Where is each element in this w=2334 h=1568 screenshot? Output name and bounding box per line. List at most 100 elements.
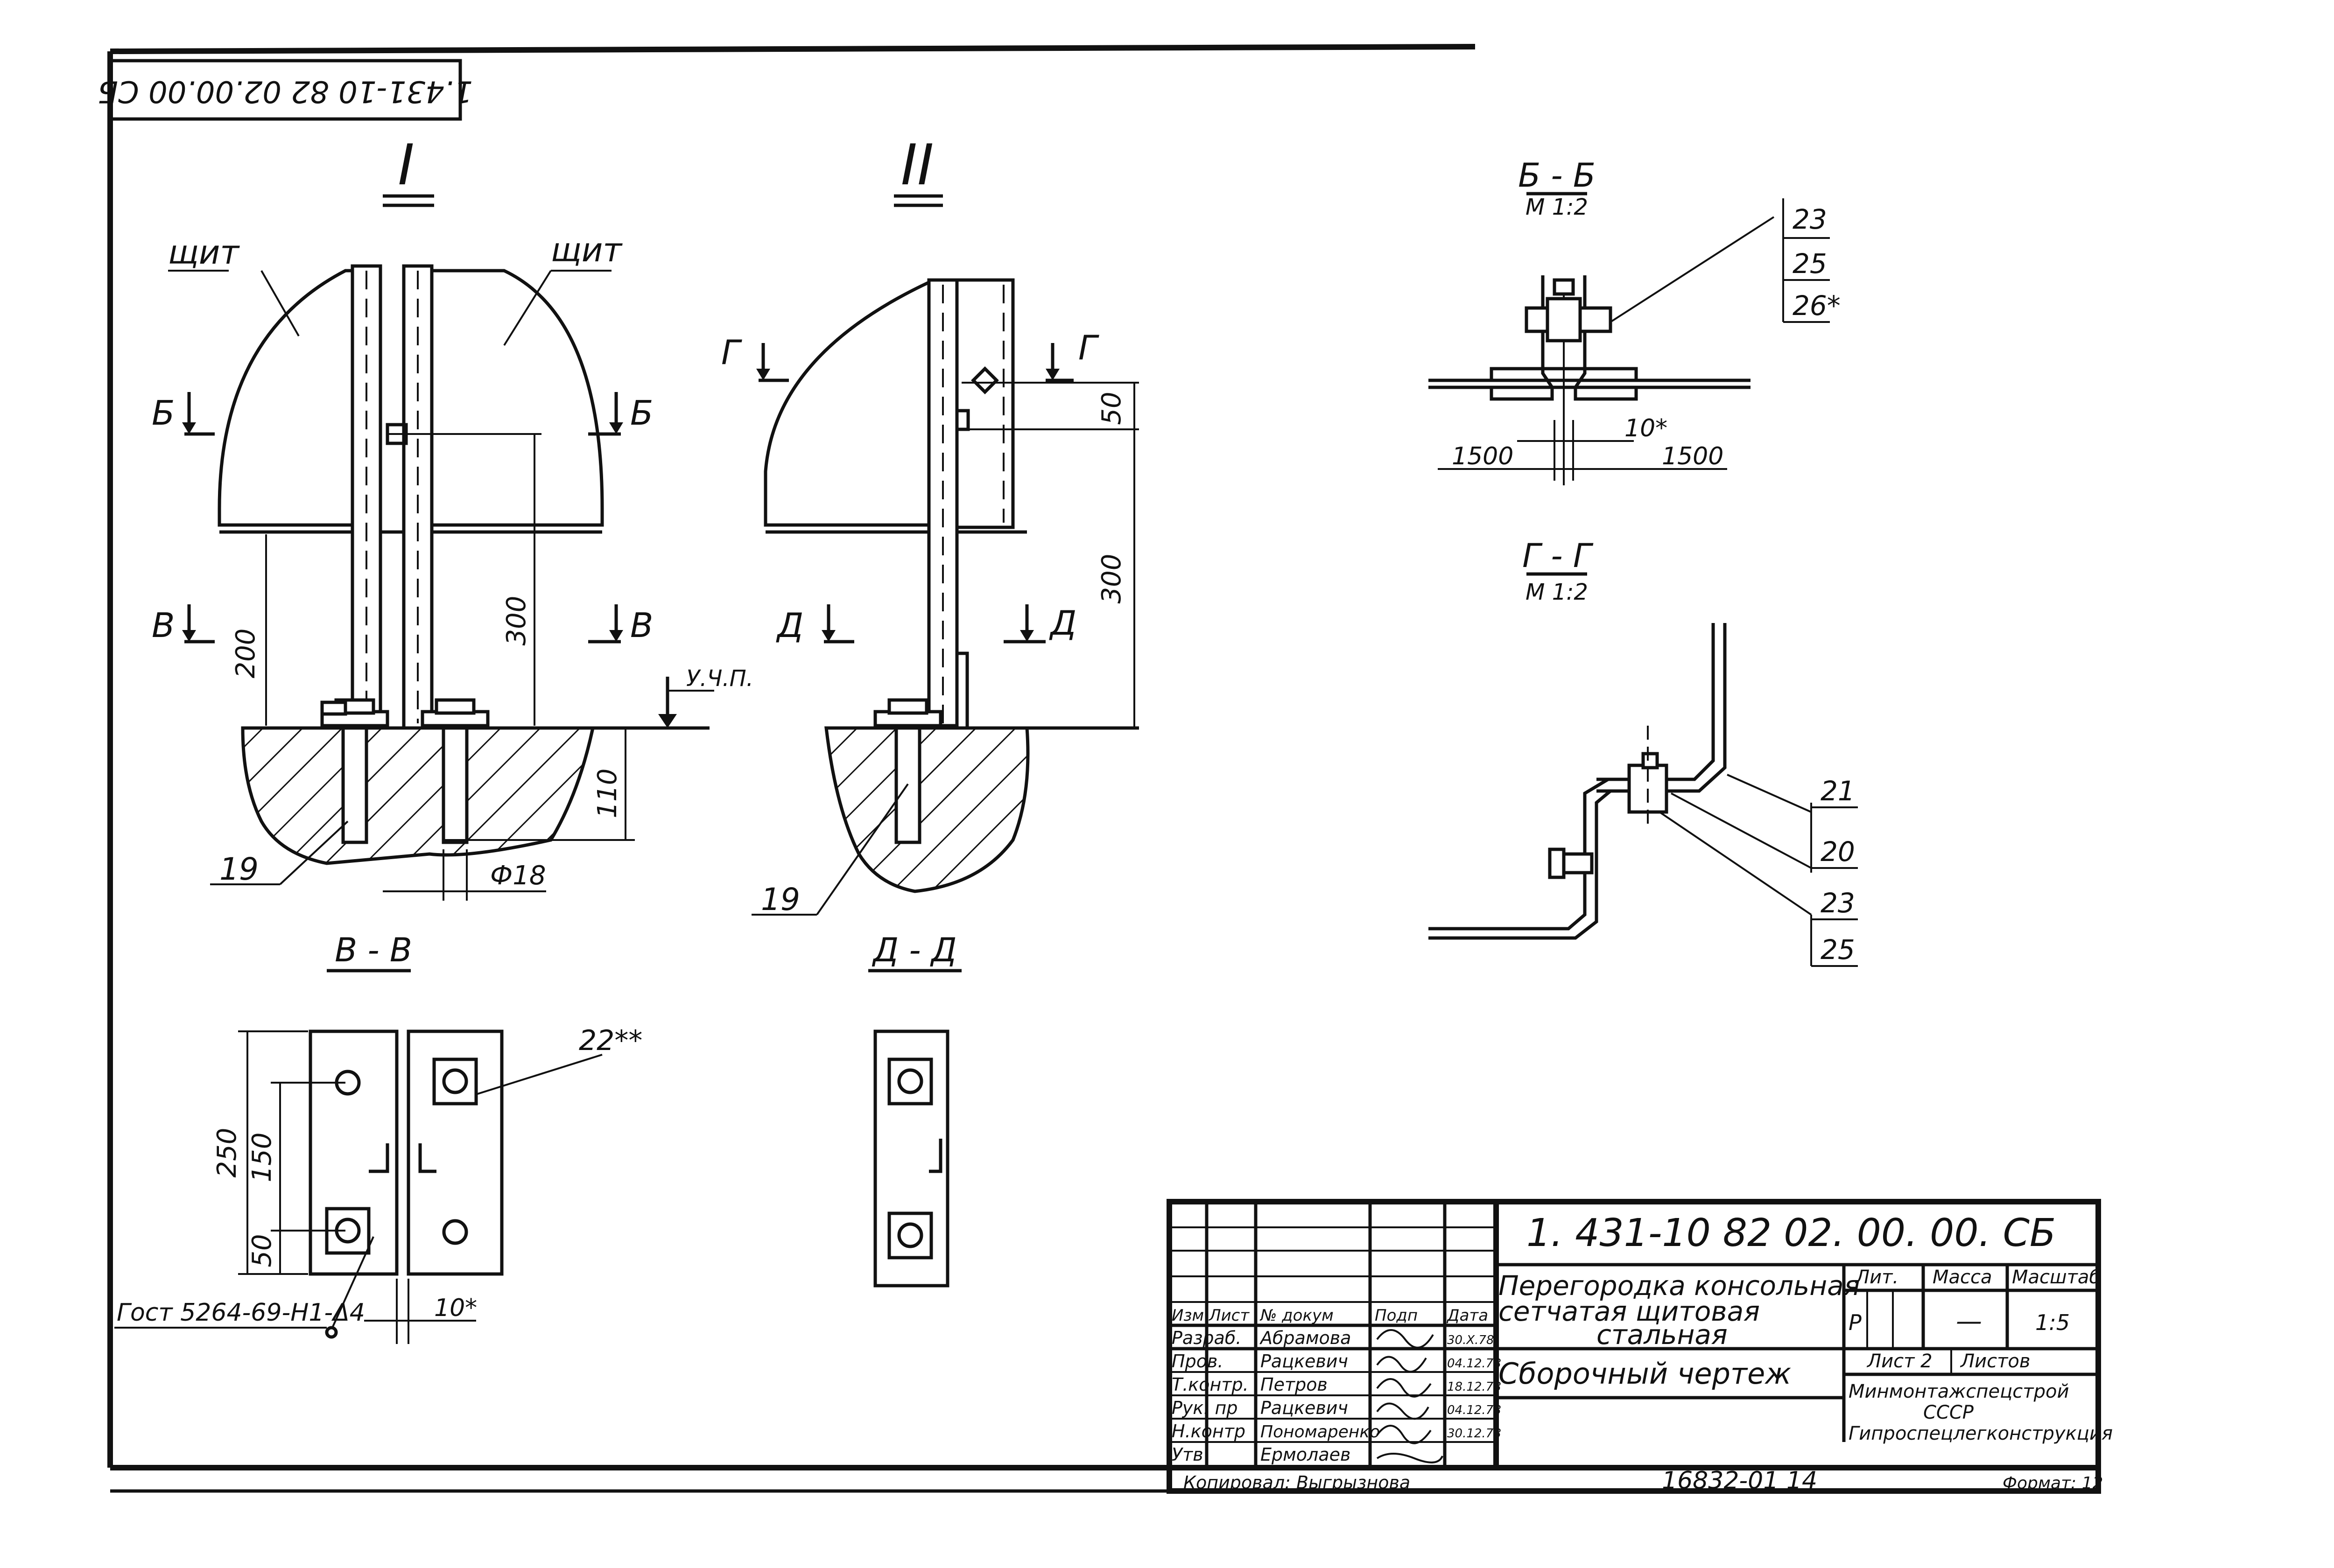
section-bb-scale: М 1:2 — [1526, 194, 1588, 220]
section-gg-callout-25: 25 — [1821, 934, 1855, 966]
cut-b-right: Б — [630, 393, 653, 433]
title-block: Изм Лист № докум Подп Дата Разраб. Абрам… — [1167, 1199, 2113, 1495]
tb-role-0: Разраб. — [1172, 1328, 1241, 1348]
tb-name-line3: стальная — [1596, 1319, 1728, 1351]
tb-doc-type: Сборочный чертеж — [1498, 1357, 1791, 1391]
dim-300-view2: 300 — [1097, 554, 1127, 604]
tb-org-line1: Минмонтажспецстрой — [1849, 1381, 2069, 1402]
dim-50-view2: 50 — [1097, 392, 1127, 425]
section-bb-callout-26: 26* — [1793, 290, 1841, 322]
cut-g-left: Г — [721, 333, 742, 372]
plate-left — [309, 1029, 399, 1276]
sheet-code-box: 1.431-10 82 02.00.00 СБ — [98, 59, 473, 121]
tb-head-sign: Подп — [1375, 1306, 1418, 1325]
tb-lit-label: Лит. — [1855, 1267, 1898, 1288]
tb-scale-value: 1:5 — [2035, 1310, 2070, 1335]
section-bb-dim-left: 1500 — [1452, 442, 1513, 470]
signature-scribbles — [1376, 1329, 1443, 1463]
tb-name-0: Абрамова — [1259, 1328, 1351, 1348]
tb-head-izm: Изм — [1172, 1306, 1204, 1325]
tb-date-4: 30.12.78 — [1447, 1427, 1501, 1441]
section-gg-callout-20: 20 — [1821, 836, 1855, 868]
section-gg-scale: М 1:2 — [1526, 579, 1588, 605]
tb-order-no: 16832-01 14 — [1662, 1467, 1817, 1495]
section-gg: Г - Г М 1:2 21 20 23 25 — [1428, 537, 1858, 967]
panel-left-label: щит — [168, 233, 240, 272]
tb-date-1: 04.12.78 — [1447, 1357, 1501, 1371]
section-bb: Б - Б М 1:2 23 25 26* 10* 1500 1500 — [1428, 156, 1841, 485]
tb-copied-by: Копировал: Выгрызнова — [1183, 1472, 1410, 1493]
tb-mass-label: Масса — [1933, 1267, 1992, 1288]
section-bb-dim-gap: 10* — [1624, 414, 1667, 442]
section-vv-title: В - В — [335, 931, 412, 969]
section-gg-callout-21: 21 — [1821, 775, 1855, 807]
tb-name-4: Пономаренко — [1260, 1422, 1380, 1442]
weld-note: Гост 5264-69-Н1-Δ4 — [117, 1299, 365, 1327]
tb-name-3: Рацкевич — [1260, 1398, 1348, 1418]
section-gg-callout-23: 23 — [1821, 887, 1855, 919]
tb-date-3: 04.12.78 — [1447, 1403, 1501, 1417]
tb-head-list: Лист — [1208, 1306, 1250, 1325]
plate-right — [407, 1029, 504, 1276]
section-bb-callout-23: 23 — [1793, 203, 1827, 235]
section-vv-callout-22: 22** — [579, 1024, 642, 1057]
tb-name-1: Рацкевич — [1260, 1351, 1348, 1372]
sheet-code-text: 1.431-10 82 02.00.00 СБ — [98, 74, 473, 108]
tb-name-line2: сетчатая щитовая — [1498, 1295, 1760, 1327]
callout-19-view2: 19 — [761, 882, 800, 917]
section-dd: Д - Д — [868, 931, 962, 1288]
tb-org-line3: Гипроспецлегконструкция — [1849, 1423, 2113, 1444]
tb-org-line2: СССР — [1923, 1402, 1974, 1423]
tb-role-3: Рук. пр — [1172, 1398, 1237, 1418]
tb-role-1: Пров. — [1172, 1351, 1223, 1372]
view-2: II Г Г Д Д — [721, 133, 1139, 917]
tb-sheet-label: Лист 2 — [1866, 1351, 1933, 1372]
cut-v-left: В — [152, 606, 175, 645]
foundation-view2 — [824, 726, 1030, 893]
anchor-left — [320, 698, 389, 844]
plate-dd — [873, 1029, 949, 1288]
section-gg-title: Г - Г — [1522, 537, 1594, 575]
panel-right — [404, 269, 604, 527]
anchor-right — [421, 698, 490, 844]
section-bb-dim-right: 1500 — [1662, 442, 1723, 470]
dim-phi18: Ф18 — [490, 861, 546, 891]
tb-format: Формат: 12 — [2003, 1474, 2103, 1493]
section-bb-title: Б - Б — [1518, 156, 1596, 195]
level-mark: У.Ч.П. — [686, 665, 753, 692]
section-vv-dim-150: 150 — [247, 1133, 277, 1183]
dim-110: 110 — [592, 769, 623, 819]
section-bb-callout-25: 25 — [1793, 248, 1827, 280]
cut-g-right: Г — [1078, 328, 1099, 367]
callout-19-view1: 19 — [219, 851, 259, 887]
foundation-left — [241, 726, 595, 865]
cut-d-right: Д — [1049, 603, 1076, 643]
section-vv-dim-50: 50 — [247, 1234, 277, 1267]
section-vv-dim-250: 250 — [212, 1128, 242, 1178]
tb-name-5: Ермолаев — [1260, 1444, 1350, 1465]
panel-right-label: щит — [551, 231, 623, 269]
tb-head-date: Дата — [1446, 1306, 1488, 1325]
tb-mass-value: — — [1956, 1306, 1982, 1337]
section-vv: В - В 250 150 50 22** 10* Гост 5264-69-Н… — [114, 931, 642, 1344]
dim-200: 200 — [231, 629, 261, 679]
section-vv-dim-gap: 10* — [434, 1294, 477, 1322]
panel-view2 — [764, 280, 954, 527]
tb-date-0: 30.X.78 — [1447, 1333, 1494, 1347]
tb-designation: 1. 431-10 82 02. 00. 00. СБ — [1526, 1211, 2056, 1255]
tb-name-line1: Перегородка консольная — [1498, 1270, 1860, 1302]
cut-v-right: В — [630, 606, 653, 645]
cut-d-left: Д — [776, 606, 803, 645]
dim-300: 300 — [501, 596, 532, 646]
tb-role-2: Т.контр. — [1172, 1374, 1249, 1395]
tb-role-5: Утв — [1172, 1444, 1203, 1465]
tb-lit-value: Р — [1849, 1310, 1862, 1335]
tb-name-2: Петров — [1260, 1374, 1328, 1395]
tb-scale-label: Масштаб — [2012, 1267, 2101, 1288]
tb-head-doc: № докум — [1259, 1306, 1334, 1325]
section-dd-title: Д - Д — [872, 931, 956, 969]
view-2-title: II — [901, 133, 934, 198]
panel-left — [218, 269, 366, 527]
tb-sheets-label: Листов — [1960, 1351, 2030, 1372]
view-1: I щит щит — [152, 133, 753, 901]
